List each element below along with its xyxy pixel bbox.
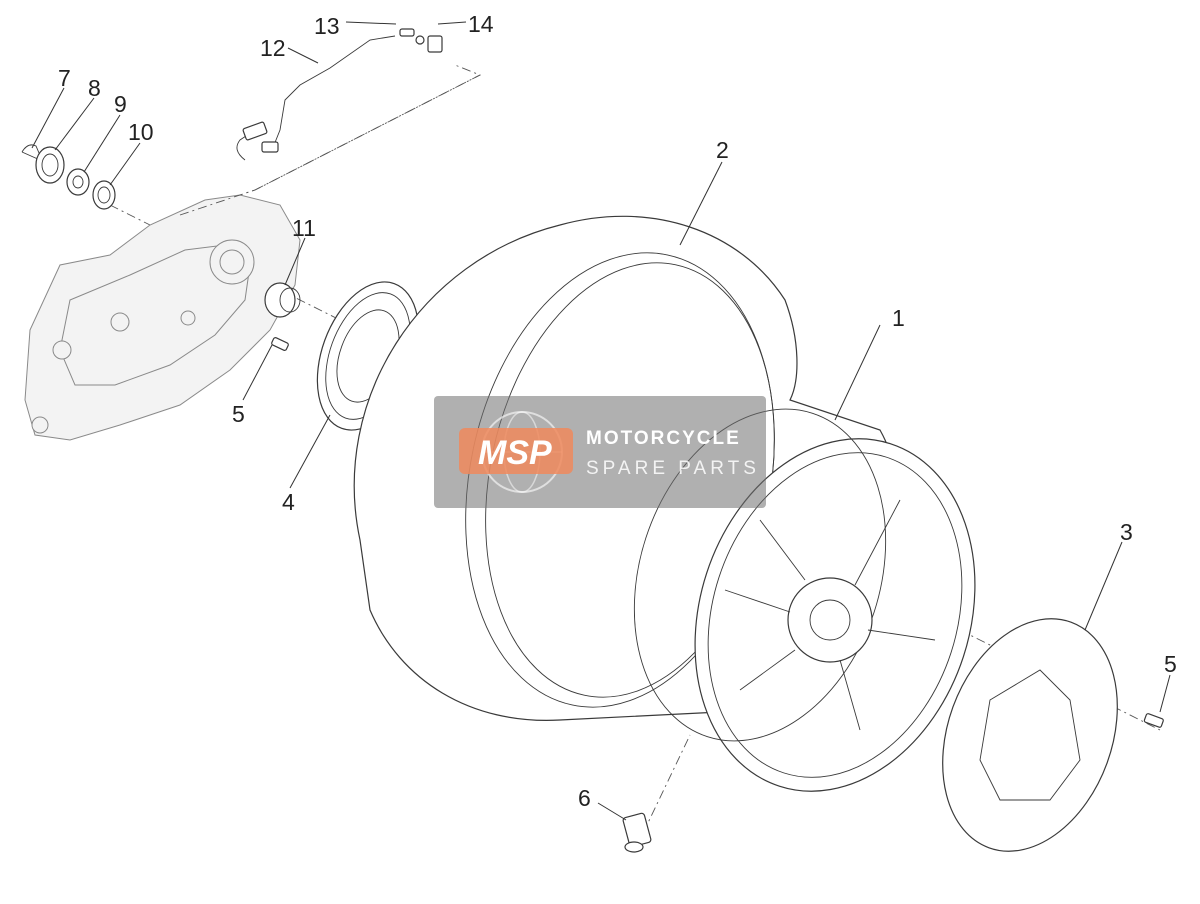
callout-2: 2 [716,137,729,163]
part-14-speed-sensor [415,35,443,53]
callout-5-left: 5 [232,401,245,427]
callout-5-right: 5 [1164,651,1177,677]
part-8-needle-bearing [35,146,65,184]
part-13-screw [399,28,415,37]
callout-7: 7 [58,65,71,91]
part-9-bushing [66,168,90,196]
callout-11: 11 [292,215,316,241]
callout-leader-lines [31,21,1171,821]
part-1-wheel-rim [633,408,976,792]
callout-12: 12 [260,35,286,61]
part-10-oil-seal [92,180,116,210]
watermark-line-2: SPARE PARTS [586,458,760,479]
part-12-abs-sensor-cable [236,35,396,161]
part-6-valve [622,812,652,853]
callout-13: 13 [314,13,340,39]
msp-watermark: MSP MOTORCYCLE SPARE PARTS [434,396,766,508]
part-3-brake-disc [942,618,1118,852]
part-5-screw-right [1143,713,1164,728]
swingarm-housing [24,194,301,441]
callout-14: 14 [468,11,494,37]
watermark-line-1: MOTORCYCLE [586,428,741,449]
callout-1: 1 [892,305,905,331]
part-5-screw-left [271,337,289,351]
sensor-group-frame [179,64,482,216]
callout-10: 10 [128,119,154,145]
callout-9: 9 [114,91,127,117]
callout-8: 8 [88,75,101,101]
callout-3: 3 [1120,519,1133,545]
watermark-logo: MSP [478,434,552,472]
callout-labels: 1 2 3 4 5 5 6 7 8 9 10 11 12 13 14 [58,11,1177,811]
callout-6: 6 [578,785,591,811]
callout-4: 4 [282,489,295,515]
part-11-spacer [264,282,301,318]
